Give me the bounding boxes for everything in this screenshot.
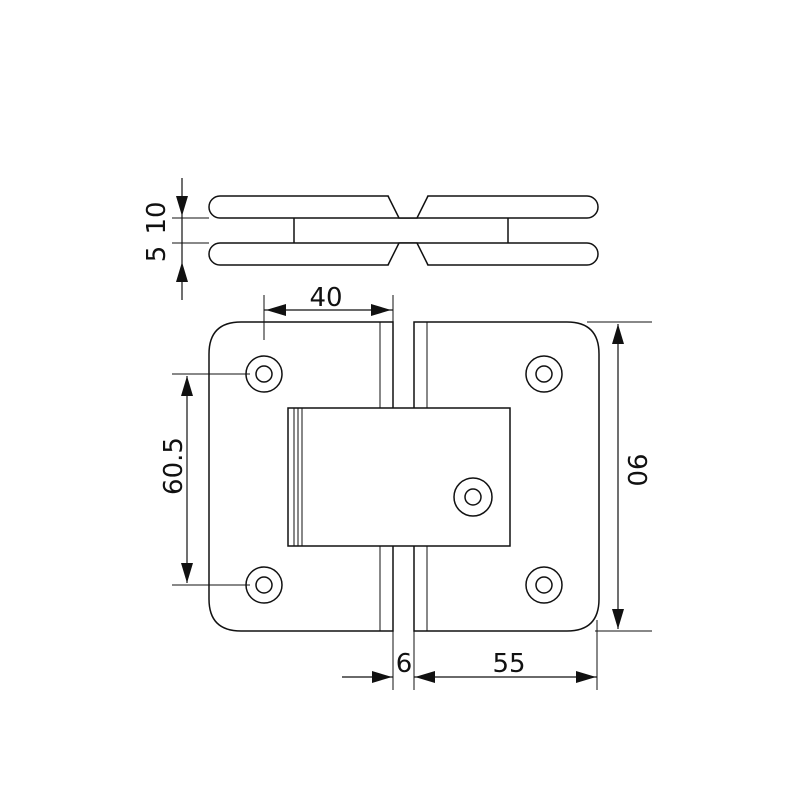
screw-hole-bottom-right [525, 566, 563, 604]
dim-label-90: 90 [621, 453, 651, 486]
left-plate [208, 321, 394, 632]
pivot-block [287, 407, 511, 547]
dim-40: 40 [263, 283, 394, 340]
dim-label-top-lower: 5 [142, 246, 172, 263]
dim-60-5: 60.5 [159, 373, 250, 586]
dim-label-top-upper: 10 [142, 201, 172, 234]
top-view-notch [387, 242, 429, 266]
right-plate [413, 321, 600, 632]
dim-90: 90 [587, 321, 652, 632]
front-view [208, 321, 600, 632]
dim-6-55: 6 55 [342, 620, 598, 690]
top-view-dimensions: 10 5 [142, 178, 209, 300]
screw-hole-center [453, 477, 493, 517]
screw-hole-top-left [245, 355, 283, 393]
dim-label-40: 40 [309, 283, 342, 313]
top-view-notch [387, 195, 429, 219]
screw-hole-bottom-left [245, 566, 283, 604]
top-view [208, 194, 599, 267]
dim-label-60-5: 60.5 [159, 437, 189, 495]
dim-label-6: 6 [396, 649, 413, 679]
dim-label-55: 55 [492, 649, 525, 679]
screw-hole-top-right [525, 355, 563, 393]
